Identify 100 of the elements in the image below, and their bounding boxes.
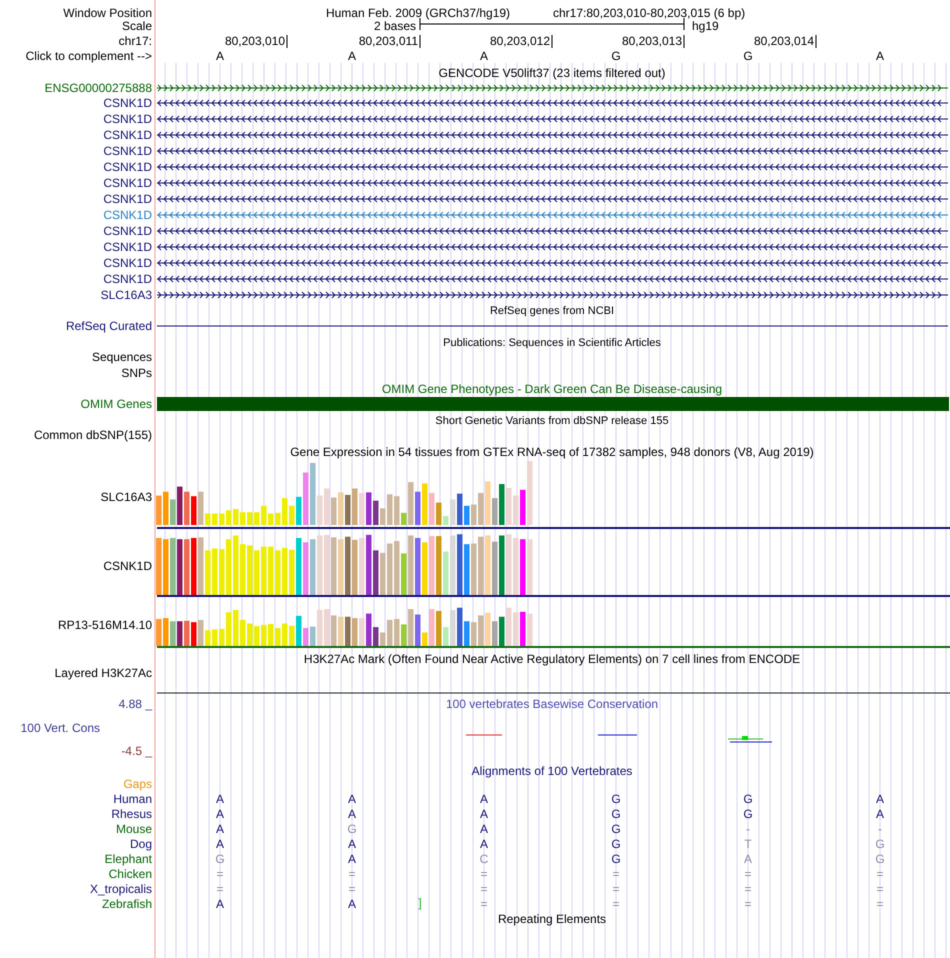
position-number: 80,203,012 [490,34,550,48]
gene-label: CSNK1D [103,256,152,270]
base-letter: = [480,897,488,911]
species-label: Zebrafish [102,897,152,911]
base-letter: = [876,867,884,881]
base-letter: = [480,867,488,881]
base-letter: = [480,882,488,896]
position-number: 80,203,013 [622,34,682,48]
base-letter: A [876,792,884,806]
track-label: RefSeq Curated [66,319,152,333]
base-letter: A [480,792,488,806]
base-letter: G [347,822,357,836]
base-letter: A [876,807,884,821]
track-title: Repeating Elements [498,912,606,926]
gene-label: CSNK1D [103,208,152,222]
base-letter: A [216,49,224,63]
assembly-text: hg19 [692,19,719,33]
base-letter: = [348,867,356,881]
base-letter: A [216,792,224,806]
position-number: 80,203,011 [358,34,418,48]
base-letter: = [348,882,356,896]
gene-label: CSNK1D [103,272,152,286]
gene-label: CSNK1D [103,176,152,190]
base-letter: G [611,807,621,821]
base-letter: G [611,852,621,866]
species-label: Mouse [116,822,152,836]
base-letter: A [348,49,356,63]
base-letter: A [348,807,356,821]
gene-label: CSNK1D [103,224,152,238]
gene-label: CSNK1D [103,160,152,174]
track-title: 100 vertebrates Basewise Conservation [446,697,658,711]
gene-label: SLC16A3 [100,490,152,504]
scale-text: 2 bases [374,19,416,33]
base-letter: = [216,867,224,881]
track-label: Scale [122,19,152,33]
base-letter: A [480,807,488,821]
base-letter: G [215,852,225,866]
base-letter: - [746,822,750,836]
base-letter: = [612,882,620,896]
species-label: Chicken [108,867,152,881]
species-label: X_tropicalis [90,882,152,896]
track-label: Gaps [123,777,152,791]
base-letter: = [744,897,752,911]
base-letter: = [612,897,620,911]
base-letter: A [216,822,224,836]
track-label: Common dbSNP(155) [34,428,152,442]
track-title: RefSeq genes from NCBI [490,304,614,318]
base-letter: A [348,852,356,866]
base-letter: G [611,837,621,851]
track-label: Window Position [63,6,152,20]
base-letter: A [480,49,488,63]
base-letter: T [744,837,752,851]
base-letter: = [876,897,884,911]
base-letter: G [611,792,621,806]
track-title: OMIM Gene Phenotypes - Dark Green Can Be Disease-causing [382,382,722,396]
base-letter: G [875,852,885,866]
species-label: Human [113,792,152,806]
gene-label: CSNK1D [103,112,152,126]
position-number: 80,203,010 [224,34,285,48]
base-letter: A [348,897,356,911]
gene-label: RP13-516M14.10 [58,618,152,632]
base-letter: A [216,807,224,821]
species-label: Rhesus [111,807,152,821]
track-label: Layered H3K27Ac [54,666,152,680]
base-letter: A [744,852,752,866]
gene-label: CSNK1D [103,96,152,110]
track-title: Gene Expression in 54 tissues from GTEx RNA-seq of 17382 samples, 948 donors (V8, Aug 2019) [290,445,814,459]
base-letter: = [216,882,224,896]
track-label: Sequences [92,350,152,364]
axis-value: -4.5 _ [121,744,152,758]
base-letter: G [875,837,885,851]
track-label: chr17: [118,34,152,48]
position-number: 80,203,014 [754,34,814,48]
position-text: chr17:80,203,010-80,203,015 (6 bp) [553,6,746,20]
base-letter: A [480,822,488,836]
base-letter: G [743,792,753,806]
gene-label: ENSG00000275888 [44,81,152,95]
track-label: Click to complement --> [26,49,152,63]
base-letter: = [612,867,620,881]
base-letter: A [348,837,356,851]
axis-value: 4.88 _ [118,697,152,711]
track-title: Publications: Sequences in Scientific Articles [443,336,661,350]
track-title: H3K27Ac Mark (Often Found Near Active Regulatory Elements) on 7 cell lines from ENCODE [304,652,800,666]
species-label: Elephant [104,852,152,866]
track-label: 100 Vert. Cons [20,721,100,735]
base-letter: = [744,882,752,896]
base-letter: G [743,49,753,63]
track-title: Short Genetic Variants from dbSNP release 155 [435,414,669,428]
base-letter: C [480,852,488,866]
gap-bracket: ] [418,896,422,910]
base-letter: = [744,867,752,881]
base-letter: A [216,837,224,851]
gene-label: SLC16A3 [100,288,152,302]
base-letter: G [611,49,621,63]
base-letter: A [348,792,356,806]
base-letter: G [743,807,753,821]
assembly-text: Human Feb. 2009 (GRCh37/hg19) [326,6,510,20]
gene-label: CSNK1D [103,128,152,142]
gene-label: CSNK1D [103,240,152,254]
base-letter: = [876,882,884,896]
